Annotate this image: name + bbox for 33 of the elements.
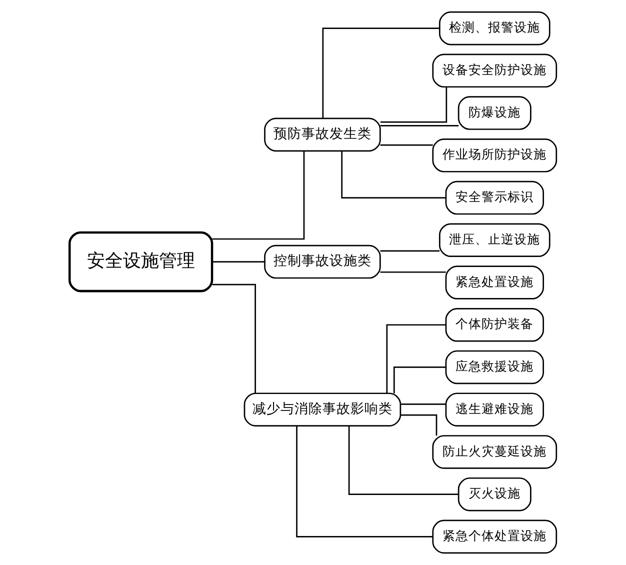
connector: [393, 366, 446, 394]
connector: [380, 144, 433, 146]
connector: [380, 250, 440, 252]
node-box: 作业场所防护设施: [432, 138, 558, 172]
node-box: 预防事故发生类: [264, 118, 381, 152]
connector: [380, 86, 448, 123]
node-box: 泄压、止逆设施: [438, 223, 550, 258]
connector: [212, 150, 305, 240]
node-box: 设备安全防护设施: [432, 54, 558, 88]
connector: [296, 426, 433, 538]
connector: [380, 124, 459, 126]
connector: [380, 271, 446, 273]
connector: [322, 28, 440, 118]
connector: [400, 414, 438, 436]
connector: [212, 284, 256, 394]
node-box: 安全警示标识: [445, 180, 544, 215]
connector: [212, 261, 265, 262]
node-box: 防爆设施: [458, 96, 532, 130]
node-box: 紧急处置设施: [445, 266, 544, 300]
node-box: 安全设施管理: [68, 231, 214, 292]
node-box: 检测、报警设施: [438, 11, 550, 46]
node-box: 减少与消除事故影响类: [244, 392, 402, 426]
node-box: 防止火灾蔓延设施: [432, 435, 558, 469]
connector: [386, 324, 446, 394]
node-box: 控制事故设施类: [264, 244, 381, 279]
node-box: 应急救援设施: [445, 350, 544, 384]
node-box: 个体防护装备: [445, 308, 544, 342]
node-box: 紧急个体处置设施: [432, 520, 558, 554]
connector: [348, 426, 458, 496]
connector: [341, 150, 446, 198]
node-box: 灭火设施: [458, 477, 532, 512]
node-box: 逃生避难设施: [445, 392, 544, 426]
connector: [400, 404, 446, 405]
